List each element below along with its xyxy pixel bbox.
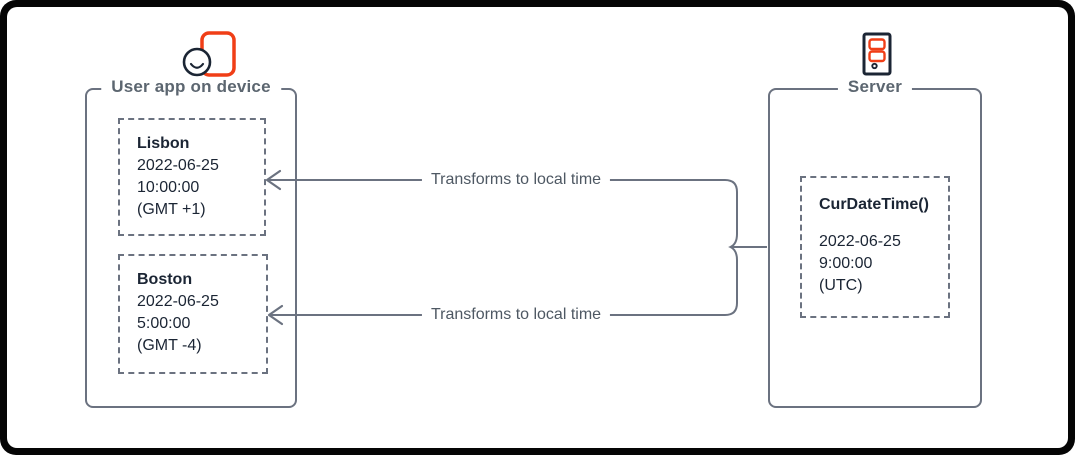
- card-zone: (GMT +1): [137, 201, 206, 218]
- card-title: Lisbon: [137, 135, 190, 152]
- card-date: 2022-06-25: [819, 233, 901, 250]
- server-icon: [862, 32, 892, 76]
- card-zone: (GMT -4): [137, 337, 202, 354]
- server-group-box: Server: [768, 77, 982, 408]
- time-card-lisbon: Lisbon 2022-06-25 10:00:00 (GMT +1): [118, 118, 266, 236]
- card-time: 9:00:00: [819, 255, 873, 272]
- arrowhead-lisbon: [265, 169, 282, 191]
- device-group-label: User app on device: [101, 77, 281, 97]
- connector-label-lisbon: Transforms to local time: [421, 170, 611, 190]
- time-card-boston: Boston 2022-06-25 5:00:00 (GMT -4): [118, 254, 268, 374]
- device-group-box: User app on device: [85, 77, 297, 408]
- curdatetime-card: CurDateTime() 2022-06-25 9:00:00 (UTC): [800, 176, 950, 318]
- user-app-phone-icon: [182, 31, 236, 77]
- card-time: 5:00:00: [137, 315, 191, 332]
- card-time: 10:00:00: [137, 179, 200, 196]
- arrowhead-boston: [267, 304, 284, 326]
- card-date: 2022-06-25: [137, 157, 219, 174]
- connector-label-boston: Transforms to local time: [421, 305, 611, 325]
- card-title: CurDateTime(): [819, 196, 929, 213]
- card-date: 2022-06-25: [137, 293, 219, 310]
- card-title: Boston: [137, 271, 193, 288]
- server-group-label: Server: [837, 77, 913, 97]
- card-zone: (UTC): [819, 277, 863, 294]
